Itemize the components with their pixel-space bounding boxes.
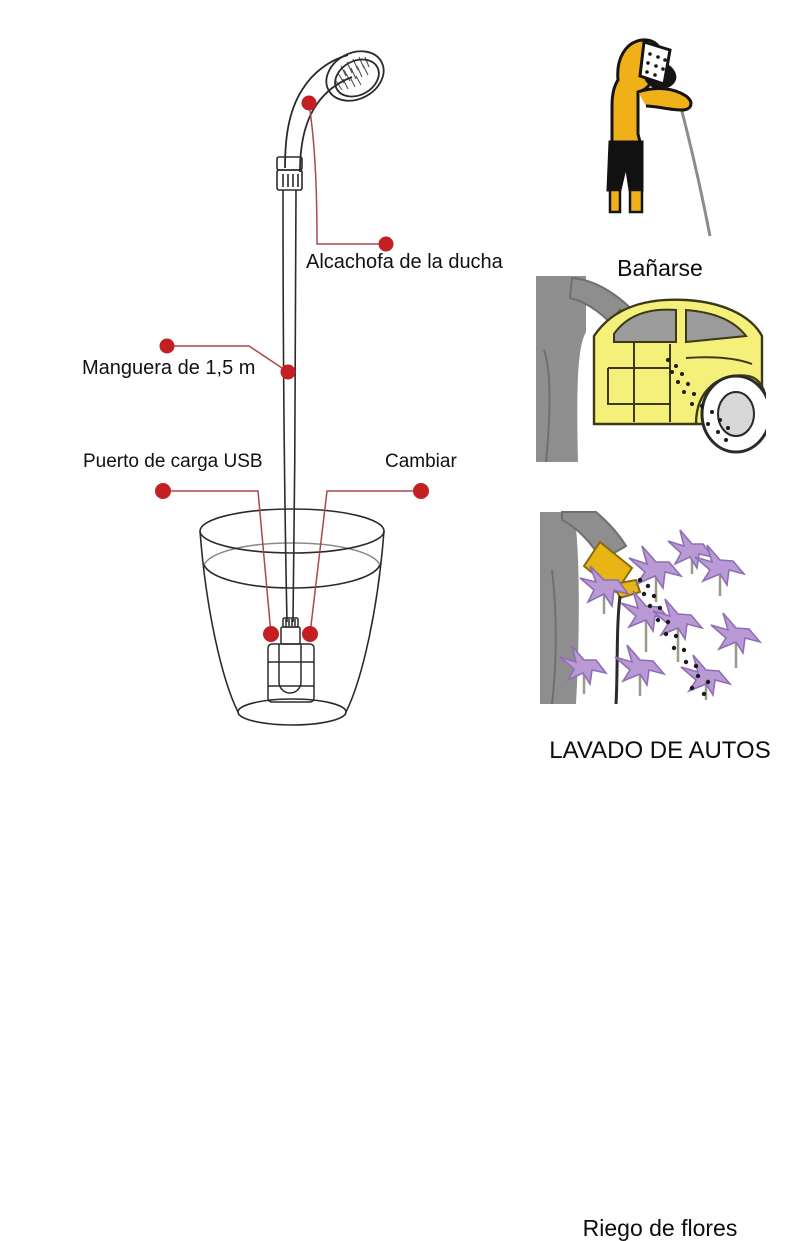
person-showering-icon [606,38,712,237]
dot-switch-anchor [302,626,318,642]
callout-label-hose: Manguera de 1,5 m [82,357,256,379]
pump-unit-icon [267,617,315,703]
dot-showerhead-anchor [301,95,317,111]
usage-panel-car-wash: LAVADO DE AUTOS [520,272,800,763]
hose-connector-icon [276,156,303,191]
dot-usb-anchor [263,626,279,642]
watering-flowers-icon [540,511,763,705]
shower-hose [282,189,297,623]
bucket-icon [199,508,385,726]
shower-face-holes [335,56,370,91]
car-washing-icon [536,276,766,463]
callout-label-showerhead: Alcachofa de la ducha [306,251,503,273]
callout-dots [155,95,429,642]
dot-showerhead-label [378,236,394,252]
dot-hose-anchor [280,364,296,380]
usage-panel-flower-watering: Riego de flores [520,510,800,1240]
panel-caption-bathing: Bañarse [617,255,703,281]
shower-head-icon [284,50,385,173]
usage-panel-bathing: Bañarse [520,14,800,280]
callout-label-usb-port: Puerto de carga USB [83,451,263,472]
dot-usb-label [155,483,171,499]
callout-leader-lines [163,102,421,635]
dot-switch-label [413,483,429,499]
dot-hose-label [159,338,175,354]
panel-caption-car-wash: LAVADO DE AUTOS [549,737,771,764]
panel-caption-flower-watering: Riego de flores [582,1215,738,1241]
callout-label-switch: Cambiar [385,451,457,472]
usage-panels: Bañarse [520,0,800,1240]
diagram-artwork [155,50,429,726]
product-parts-diagram: Alcachofa de la ducha Manguera de 1,5 m … [0,0,520,800]
